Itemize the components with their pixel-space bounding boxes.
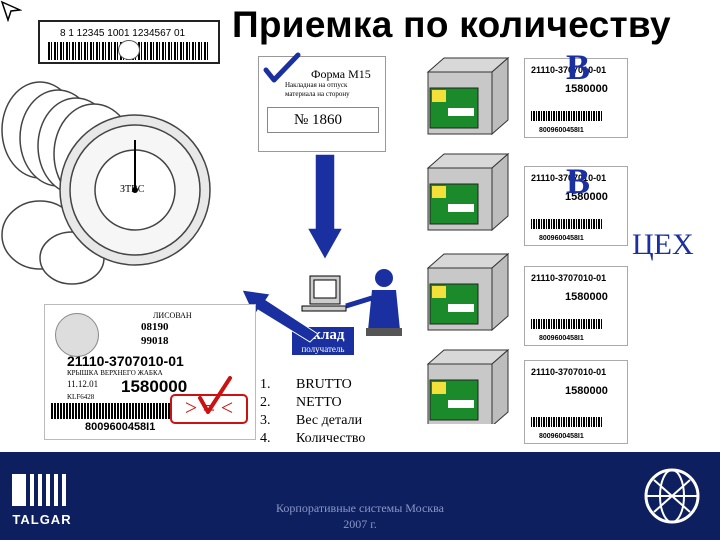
checklist-item: BRUTTO [296,377,352,392]
operator-computer-graphic [301,269,402,336]
small-label-qty: 1580000 [565,191,608,203]
small-label-qty: 1580000 [565,385,608,397]
checklist-items: BRUTTO NETTO Вес детали Количество [296,376,365,448]
big-label-code: KLF6428 [67,393,95,401]
small-label-barcode-text: 8009600458I1 [539,235,584,242]
small-label-part-number: 21110-3707010-01 [531,65,607,75]
globe-logo-icon [644,468,700,524]
big-label-barcode-text: 8009600458I1 [85,421,156,433]
form-name: Форма М15 [311,67,371,81]
checklist-number: 2. [260,395,271,410]
checklist-item: NETTO [296,395,342,410]
form-number: № 1860 [294,112,343,128]
checklist-number: 4. [260,431,271,446]
top-barcode-panel: 8 1 12345 1001 1234567 01 [38,20,220,64]
big-label-field1: 08190 [141,321,169,333]
big-label-part-number: 21110-3707010-01 [67,353,184,369]
left-arrow-icon [241,289,319,343]
crates-graphic [426,56,510,424]
small-label-barcode-text: 8009600458I1 [539,127,584,134]
small-label-barcode-text: 8009600458I1 [539,433,584,440]
small-label-part-number: 21110-3707010-01 [531,173,607,183]
form-subtitle-1: Накладная на отпуск [285,81,348,89]
v-marker-1: В [566,47,591,87]
checklist-item: Количество [296,431,366,446]
footer-line-1: Корпоративные системы Москва [276,501,444,515]
talgar-brand-text: TALGAR [12,512,72,527]
roll-label: ЗТВС [120,184,145,195]
small-label-qty: 1580000 [565,83,608,95]
etl-logo-icon [55,313,99,357]
big-label-date: 11.12.01 [67,379,99,389]
big-label-field2: 99018 [141,335,169,347]
cable-rolls-graphic [1,81,211,285]
green-checkmark-icon [263,52,301,83]
page-title: Приемка по количеству [232,4,671,45]
small-part-label-1: 21110-3707010-01 1580000 8009600458I1 [524,58,628,138]
checklist-item: Вес детали [296,413,363,428]
small-part-label-2: 21110-3707010-01 1580000 8009600458I1 [524,166,628,246]
small-label-part-number: 21110-3707010-01 [531,367,607,377]
workshop-label: ЦЕХ [632,228,694,261]
footer-line-2: 2007 г. [343,517,377,531]
footer-caption: Корпоративные системы Москва 2007 г. [230,500,490,532]
checklist-number: 1. [260,377,271,392]
vaz-logo-icon [118,40,140,60]
checklist-number: 3. [260,413,271,428]
top-barcode-digits: 8 1 12345 1001 1234567 01 [60,28,186,39]
warehouse-recipient: получатель [301,344,345,354]
form-subtitle-2: материала на сторону [285,90,350,98]
small-label-barcode [531,319,603,329]
red-checkmark-icon [198,376,232,414]
big-label-title: ЛИСОВАН [153,311,192,320]
small-label-qty: 1580000 [565,291,608,303]
small-part-label-3: 21110-3707010-01 1580000 8009600458I1 [524,266,628,346]
small-label-barcode [531,219,603,229]
small-label-part-number: 21110-3707010-01 [531,273,607,283]
small-label-barcode-text: 8009600458I1 [539,335,584,342]
form-number-box: № 1860 [267,107,379,133]
talgar-logo-icon [12,474,66,506]
cursor-icon [0,0,22,22]
footer-bar [0,452,720,540]
checklist-numbers: 1. 2. 3. 4. [260,376,271,448]
big-label-barcode [51,403,171,419]
small-label-barcode [531,111,603,121]
big-label-desc: КРЫШКА ВЕРХНЕГО ЖАБКА [67,369,163,377]
v-marker-2: В [566,161,591,201]
small-label-barcode [531,417,603,427]
down-arrow-icon [305,153,345,262]
small-part-label-4: 21110-3707010-01 1580000 8009600458I1 [524,360,628,444]
big-label-qty: 1580000 [121,377,188,396]
